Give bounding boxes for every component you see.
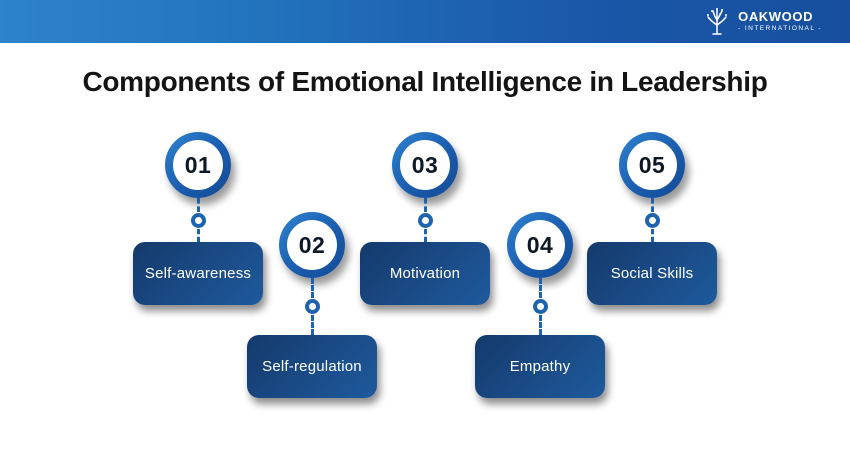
header-bar: OAKWOOD - INTERNATIONAL - [0,0,850,43]
number-badge-03: 03 [392,132,458,198]
component-label-box-02: Self-regulation [247,335,377,398]
connector-node [190,212,206,228]
component-label-box-05: Social Skills [587,242,717,305]
dash-segment [423,198,427,212]
number-badge-inner: 01 [173,140,223,190]
dash-segment [538,278,542,298]
number-badge-inner: 04 [515,220,565,270]
number-badge-05: 05 [619,132,685,198]
connector-node [644,212,660,228]
component-item-05: 05 Social Skills [587,132,717,305]
dash-segment [650,198,654,212]
component-number: 01 [184,151,212,178]
component-item-03: 03 Motivation [360,132,490,305]
dash-segment [423,228,427,242]
component-number: 04 [526,231,554,258]
connector-line [644,198,660,242]
component-item-02: 02 Self-regulation [247,212,377,398]
component-label-box-04: Empathy [475,335,605,398]
component-label: Social Skills [610,265,694,282]
connector-node [417,212,433,228]
number-badge-inner: 05 [627,140,677,190]
logo-name: OAKWOOD [738,9,814,25]
component-number: 02 [298,231,326,258]
connector-line [417,198,433,242]
component-number: 03 [411,151,439,178]
dash-segment [196,228,200,242]
number-badge-01: 01 [165,132,231,198]
dash-segment [310,278,314,298]
connector-line [532,278,548,335]
number-badge-02: 02 [279,212,345,278]
logo-tagline: - INTERNATIONAL - [738,24,822,32]
component-label: Empathy [509,358,571,375]
company-logo: OAKWOOD - INTERNATIONAL - [702,6,822,37]
component-label: Self-awareness [144,265,252,282]
tree-icon [707,7,728,35]
number-badge-inner: 02 [287,220,337,270]
component-item-01: 01 Self-awareness [133,132,263,305]
dash-segment [538,315,542,335]
connector-line [190,198,206,242]
number-badge-04: 04 [507,212,573,278]
component-label-box-03: Motivation [360,242,490,305]
component-label: Self-regulation [262,358,362,375]
component-label-box-01: Self-awareness [133,242,263,305]
dash-segment [196,198,200,212]
connector-line [304,278,320,335]
connector-node [532,299,548,314]
dash-segment [310,315,314,335]
number-badge-inner: 03 [400,140,450,190]
component-item-04: 04 Empathy [475,212,605,398]
component-label: Motivation [389,265,461,282]
component-number: 05 [638,151,666,178]
logo-text: OAKWOOD - INTERNATIONAL - [738,10,822,33]
connector-node [304,299,320,314]
page-title: Components of Emotional Intelligence in … [82,66,768,97]
dash-segment [650,228,654,242]
